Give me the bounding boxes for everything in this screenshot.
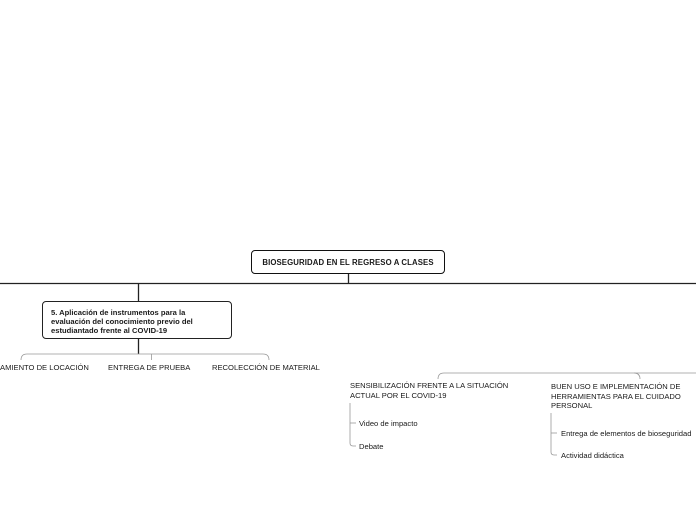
child-recoleccion-material[interactable]: RECOLECCIÓN DE MATERIAL <box>212 363 320 372</box>
debate-item[interactable]: Debate <box>359 442 384 451</box>
video-impacto-item[interactable]: Video de impacto <box>359 419 418 428</box>
child-entrega-prueba[interactable]: ENTREGA DE PRUEBA <box>108 363 191 372</box>
sensibilizacion-label[interactable]: SENSIBILIZACIÓN FRENTE A LA SITUACIÓN AC… <box>350 381 509 400</box>
root-node[interactable]: BIOSEGURIDAD EN EL REGRESO A CLASES <box>251 250 445 274</box>
root-title: BIOSEGURIDAD EN EL REGRESO A CLASES <box>262 257 434 267</box>
entrega-elementos-item[interactable]: Entrega de elementos de bioseguridad <box>561 429 692 438</box>
actividad-didactica-item[interactable]: Actividad didáctica <box>561 451 624 460</box>
branch-5-title: 5. Aplicación de instrumentos para la ev… <box>51 308 193 335</box>
branch-5-node[interactable]: 5. Aplicación de instrumentos para la ev… <box>42 301 232 339</box>
buen-uso-label[interactable]: BUEN USO E IMPLEMENTACIÓN DE HERRAMIENTA… <box>551 382 681 410</box>
child-locacion[interactable]: AMIENTO DE LOCACIÓN <box>0 363 89 372</box>
